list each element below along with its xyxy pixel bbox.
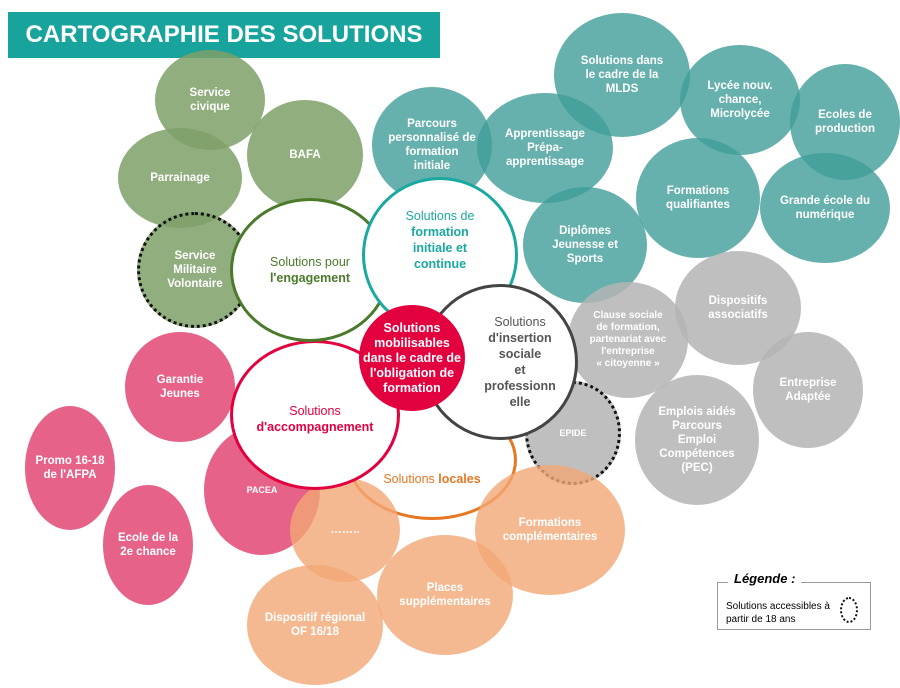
ring-label-bold: d'insertion sociale et professionn elle bbox=[484, 331, 556, 409]
ring-solutions-formation: Solutions de formation initiale et contin… bbox=[362, 177, 518, 333]
bubble-grande-ecole-numerique: Grande école du numérique bbox=[760, 153, 890, 263]
bubble-places-supplementaires: Places supplémentaires bbox=[377, 535, 513, 655]
ring-label: Solutions bbox=[289, 404, 341, 418]
bubble-formations-complementaires: Formations complémentaires bbox=[475, 465, 625, 595]
bubble-lycee-nouvelle-chance: Lycée nouv. chance, Microlycée bbox=[680, 45, 800, 155]
center-obligation-formation: Solutions mobilisables dans le cadre de … bbox=[359, 305, 465, 411]
bubble-entreprise-adaptee: Entreprise Adaptée bbox=[753, 332, 863, 448]
bubble-dispositif-regional: Dispositif régional OF 16/18 bbox=[247, 565, 383, 685]
bubble-mlds: Solutions dans le cadre de la MLDS bbox=[554, 13, 690, 137]
page-title: CARTOGRAPHIE DES SOLUTIONS bbox=[8, 12, 440, 58]
ring-label-bold: l'engagement bbox=[269, 271, 351, 285]
ring-label-bold: locales bbox=[438, 472, 481, 486]
dotted-ellipse-icon bbox=[840, 597, 858, 623]
bubble-formations-qualifiantes: Formations qualifiantes bbox=[636, 138, 760, 258]
ring-label: Solutions de bbox=[405, 209, 475, 223]
ring-label-bold: d'accompagnement bbox=[256, 420, 374, 434]
legend-title: Légende : bbox=[728, 571, 802, 586]
ring-label: Solutions pour bbox=[270, 255, 350, 269]
bubble-clause-sociale: Clause sociale de formation, partenariat… bbox=[568, 282, 688, 398]
ring-label-bold: formation initiale et continue bbox=[411, 225, 469, 271]
bubble-garantie-jeunes: Garantie Jeunes bbox=[125, 332, 235, 442]
ring-label: Solutions bbox=[383, 472, 435, 486]
legend: Légende : Solutions accessibles à partir… bbox=[717, 571, 871, 630]
legend-text: Solutions accessibles à partir de 18 ans bbox=[726, 601, 830, 625]
ring-label: Solutions bbox=[494, 315, 546, 329]
bubble-ecole-2e-chance: Ecole de la 2e chance bbox=[103, 485, 193, 605]
bubble-bafa: BAFA bbox=[247, 100, 363, 210]
bubble-promo-afpa: Promo 16-18 de l'AFPA bbox=[25, 406, 115, 530]
bubble-autres: …….. bbox=[290, 478, 400, 582]
bubble-emplois-aides-pec: Emplois aidés Parcours Emploi Compétence… bbox=[635, 375, 759, 505]
ring-solutions-insertion: Solutions d'insertion sociale et professi… bbox=[422, 284, 578, 440]
bubble-parrainage: Parrainage bbox=[118, 128, 242, 228]
